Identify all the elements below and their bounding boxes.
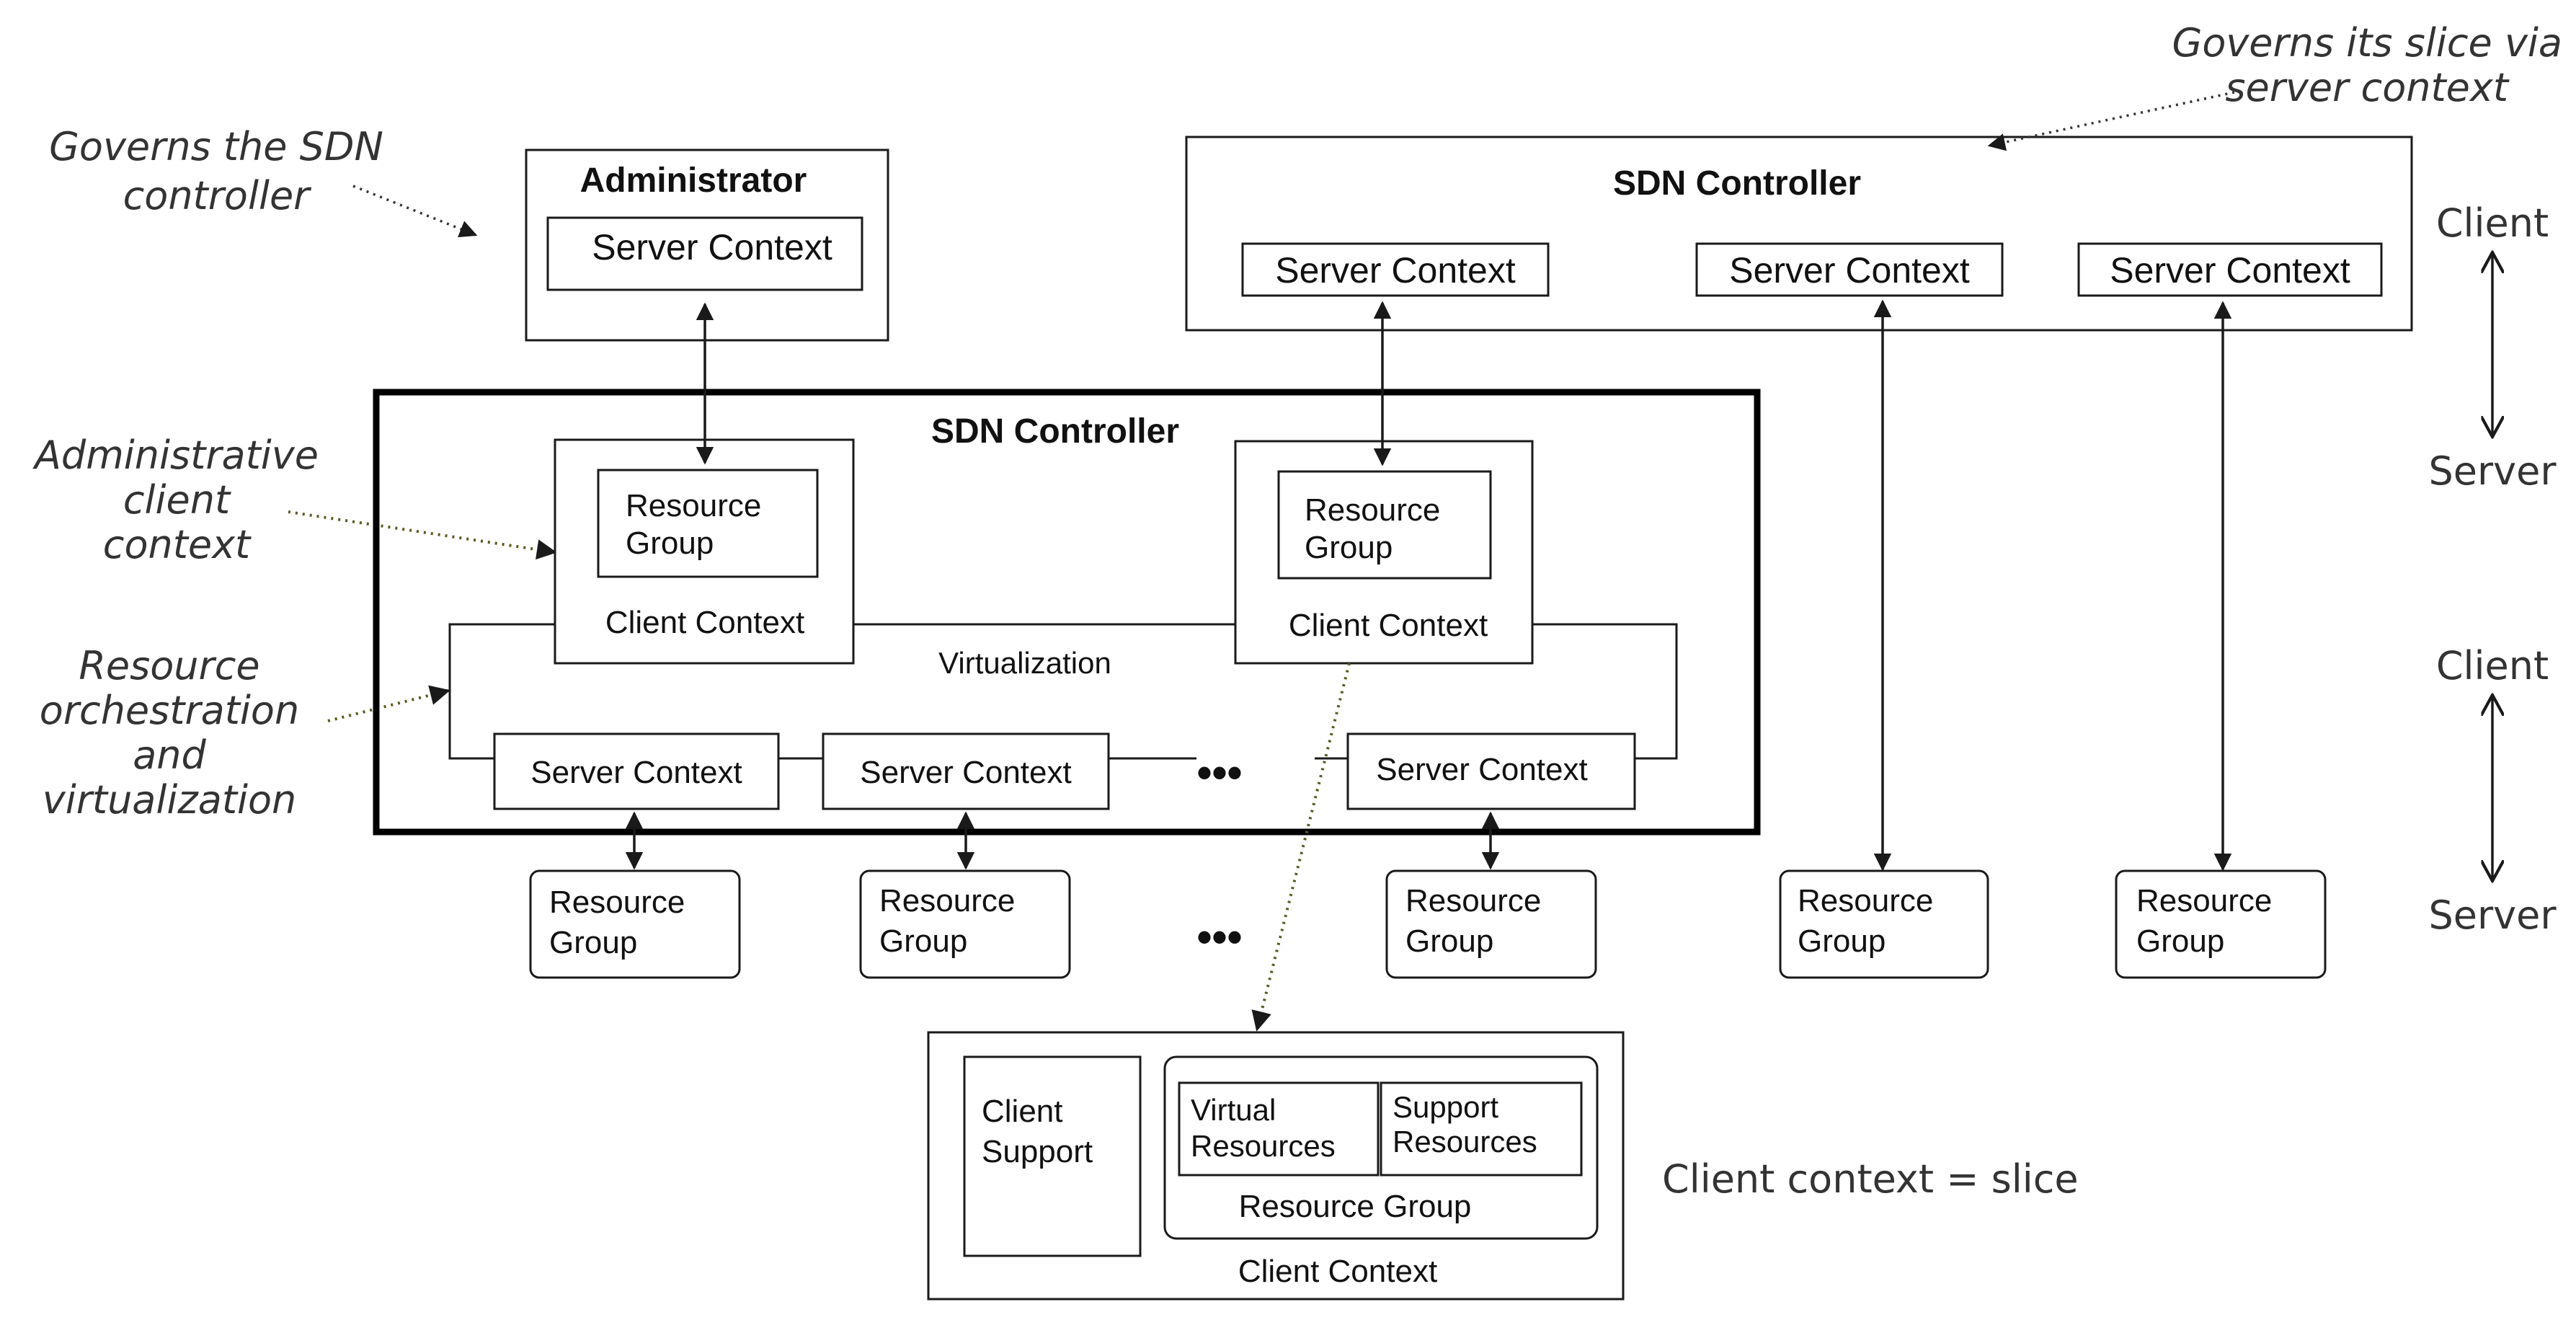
support-resources-box: [1380, 1081, 1583, 1177]
detail-client-context-label: Client Context: [1238, 1254, 1437, 1289]
resource-group-label: Resource: [1798, 883, 1933, 918]
administrator-title: Administrator: [580, 161, 807, 200]
top-server-context-3: [2077, 242, 2383, 297]
resource-orchestration-pointer: [327, 685, 450, 722]
virtual-resources-label: Resources: [1191, 1129, 1336, 1163]
client-support-label: Support: [982, 1134, 1093, 1169]
server-context-label: Server Context: [1376, 752, 1587, 787]
virtual-resources-box: [1178, 1081, 1380, 1177]
annotation-admin-client-context: Administrative client context: [32, 433, 319, 567]
top-server-context-label: Server Context: [1275, 250, 1516, 291]
resource-group-row: Resource Group Resource Group ••• Resour…: [529, 869, 2327, 979]
main-server-context-1: [493, 732, 780, 810]
resource-group-label: Group: [2136, 923, 2224, 959]
virtualization-left-line: [448, 623, 555, 760]
side-label-server: Server: [2428, 892, 2557, 938]
main-sdn-controller: SDN Controller Virtualization Resource G…: [373, 389, 1761, 836]
admin-client-context-pointer: [288, 510, 557, 560]
top-server-context-1: [1241, 242, 1550, 297]
main-controller-title: SDN Controller: [931, 412, 1179, 451]
governs-sdn-pointer: [352, 185, 478, 238]
virtualization-label: Virtualization: [938, 646, 1111, 680]
annotation-line: client: [123, 477, 231, 523]
server-context-label: Server Context: [860, 755, 1071, 790]
top-sdn-controller: SDN Controller Server Context Server Con…: [1185, 136, 2413, 332]
detail-resource-group-label: Resource Group: [1239, 1189, 1472, 1224]
side-labels-top: Client Server: [2428, 200, 2557, 494]
resource-group-label: Resource: [1405, 883, 1541, 918]
client-context-slice-note: Client context = slice: [1662, 1156, 2079, 1202]
administrator-box: Administrator Server Context: [525, 149, 889, 342]
annotation-governs-slice: Governs its slice via server context: [2172, 20, 2562, 110]
main-server-context-3: [1346, 732, 1636, 810]
resource-group-label: Resource: [2136, 883, 2272, 918]
client-context-detail-pointer: [1251, 663, 1351, 1032]
top-controller-frame: [1185, 136, 2413, 332]
annotation-line: Governs the SDN: [49, 124, 383, 169]
annotation-line: and: [133, 732, 206, 778]
resource-group-ellipsis: •••: [1196, 913, 1242, 961]
annotation-resource-orchestration: Resource orchestration and virtualizatio…: [40, 643, 299, 823]
annotation-line: Administrative: [32, 433, 319, 478]
support-resources-label: Support: [1393, 1090, 1498, 1124]
resource-group-label: Resource: [626, 488, 761, 523]
server-context-label: Server Context: [530, 755, 742, 790]
side-label-client: Client: [2436, 200, 2549, 246]
resource-group-label: Group: [549, 925, 637, 960]
virtualization-right-line: [1532, 623, 1678, 760]
resource-group-inner-2: [1277, 470, 1492, 580]
server-context-ellipsis: •••: [1196, 748, 1242, 797]
resource-group-label: Group: [1798, 923, 1886, 959]
client-context-detail: Client Support Virtual Resources Support…: [927, 1031, 1625, 1301]
resource-group-label: Resource: [1305, 492, 1440, 528]
annotation-line: controller: [123, 173, 312, 218]
annotation-line: server context: [2225, 65, 2509, 110]
resource-group-box-3: [1385, 869, 1597, 979]
resource-group-box-5: [2115, 869, 2327, 979]
resource-group-inner-1: [597, 469, 819, 578]
annotation-line: orchestration: [40, 688, 299, 733]
admin-server-context-box: [546, 216, 863, 291]
client-support-box: [963, 1055, 1142, 1257]
virtual-resources-label: Virtual: [1191, 1093, 1276, 1127]
side-labels-bottom: Client Server: [2428, 643, 2557, 938]
client-context-label: Client Context: [1289, 608, 1488, 643]
resource-group-label: Resource: [549, 885, 685, 920]
admin-server-context-label: Server Context: [592, 227, 832, 267]
side-label-client: Client: [2436, 643, 2549, 688]
annotation-line: virtualization: [43, 777, 297, 823]
top-server-context-label: Server Context: [1729, 250, 1970, 291]
annotation-governs-sdn: Governs the SDN controller: [49, 124, 383, 218]
support-resources-label: Resources: [1393, 1125, 1537, 1159]
resource-group-box-2: [859, 869, 1071, 979]
top-server-context-2: [1695, 242, 2004, 297]
top-controller-title: SDN Controller: [1613, 164, 1861, 203]
annotation-line: Resource: [79, 643, 259, 688]
annotation-line: Governs its slice via: [2172, 20, 2562, 66]
resource-group-box-1: [529, 869, 741, 979]
resource-group-label: Group: [1305, 530, 1393, 565]
resource-group-label: Resource: [879, 883, 1015, 918]
annotation-line: context: [103, 522, 252, 567]
top-server-context-label: Server Context: [2110, 250, 2350, 291]
client-support-label: Client: [982, 1094, 1063, 1129]
resource-group-label: Group: [1405, 923, 1493, 959]
main-server-context-2: [822, 732, 1110, 810]
main-controller-frame: [373, 389, 1761, 836]
resource-group-label: Group: [879, 923, 967, 959]
resource-group-box-4: [1779, 869, 1989, 979]
side-label-server: Server: [2428, 448, 2557, 494]
resource-group-label: Group: [626, 526, 714, 561]
client-context-label: Client Context: [605, 605, 804, 640]
